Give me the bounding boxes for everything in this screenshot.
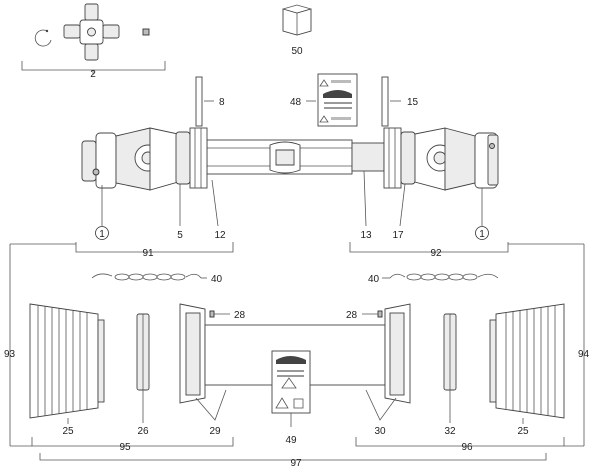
label-12: 12 <box>214 230 226 241</box>
label-95: 95 <box>119 442 131 453</box>
guard-strip-right <box>381 76 389 127</box>
warning-decal-49 <box>271 350 311 414</box>
warning-triangle-icon <box>275 397 304 409</box>
label-30: 30 <box>374 426 386 437</box>
guard-strip-left <box>195 76 203 127</box>
safety-chain-left <box>91 273 202 281</box>
bellows-boot-right <box>489 303 565 419</box>
label-40-right: 40 <box>368 274 380 285</box>
label-93: 93 <box>4 349 16 360</box>
label-28-left: 28 <box>234 310 246 321</box>
circlip-part <box>34 29 52 47</box>
label-97: 97 <box>290 458 302 468</box>
cross-journal-part <box>63 3 120 61</box>
label-49: 49 <box>285 435 297 446</box>
callout-circle-1-right <box>475 226 489 240</box>
book-icon <box>282 4 312 36</box>
label-8: 8 <box>219 97 225 108</box>
screw-28-right <box>362 310 383 318</box>
bearing-ring-26 <box>136 313 150 391</box>
label-5: 5 <box>177 230 183 241</box>
safety-chain-right <box>389 273 499 281</box>
label-28-right: 28 <box>346 310 358 321</box>
label-17: 17 <box>392 230 404 241</box>
warning-decal-48 <box>317 73 358 127</box>
label-32: 32 <box>444 426 456 437</box>
label-92: 92 <box>430 248 442 259</box>
screw-28-left <box>209 310 230 318</box>
label-1-left: 1 <box>99 229 105 240</box>
label-13: 13 <box>360 230 372 241</box>
label-40-left: 40 <box>211 274 223 285</box>
label-91: 91 <box>142 248 154 259</box>
label-96: 96 <box>461 442 473 453</box>
label-29: 29 <box>209 426 221 437</box>
label-94: 94 <box>578 349 590 360</box>
label-25-right: 25 <box>517 426 529 437</box>
driveshaft-assembly <box>81 127 499 191</box>
label-25-left: 25 <box>62 426 74 437</box>
bearing-ring-32 <box>443 313 457 391</box>
label-15: 15 <box>407 97 419 108</box>
callout-circle-1-left <box>95 226 109 240</box>
label-50: 50 <box>291 46 303 57</box>
bracket-2 <box>21 61 166 74</box>
label-48: 48 <box>290 97 302 108</box>
label-1-right: 1 <box>479 229 485 240</box>
grease-nipple-part <box>142 28 150 36</box>
label-2: 2 <box>90 69 96 80</box>
label-26: 26 <box>137 426 149 437</box>
bellows-boot-left <box>29 303 105 419</box>
